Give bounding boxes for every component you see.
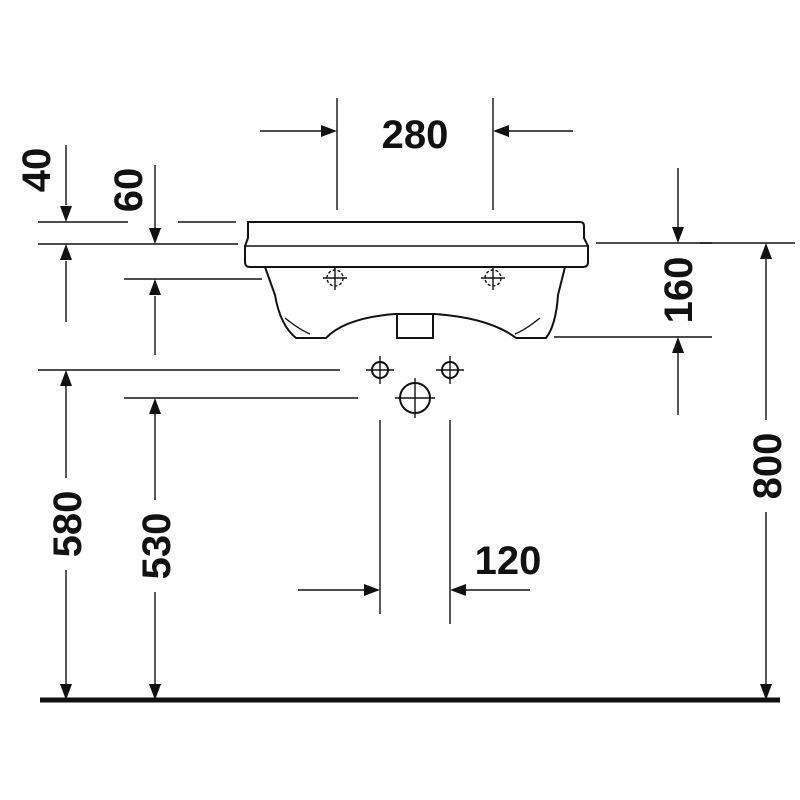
- dim-overflow-offset: 60: [107, 165, 262, 355]
- tap-hole-right: [481, 266, 505, 290]
- dim-rim-thickness: 40: [15, 145, 238, 322]
- supply-point-left: [366, 356, 394, 384]
- dim-120-label: 120: [475, 539, 542, 583]
- dim-160-label: 160: [657, 257, 701, 324]
- waste-connection: [395, 378, 435, 418]
- dim-supply-height: 580: [38, 369, 340, 700]
- dim-60-label: 60: [107, 168, 151, 213]
- washbasin: [244, 221, 589, 339]
- tap-hole-left: [323, 266, 347, 290]
- dim-supply-spacing: 120: [298, 420, 541, 624]
- dim-rim-height: 800: [700, 242, 795, 700]
- waste-outlet: [396, 313, 434, 339]
- dim-280-label: 280: [382, 113, 449, 157]
- dim-530-label: 530: [135, 513, 179, 580]
- basin-rim: [244, 221, 589, 268]
- dim-basin-depth: 160: [554, 168, 712, 415]
- dim-waste-height: 530: [124, 397, 358, 700]
- dim-40-label: 40: [15, 148, 59, 193]
- dim-580-label: 580: [46, 491, 90, 558]
- basin-bowl: [264, 266, 566, 339]
- dim-800-label: 800: [746, 433, 790, 500]
- supply-point-right: [436, 356, 464, 384]
- dim-tap-spacing: 280: [260, 98, 573, 210]
